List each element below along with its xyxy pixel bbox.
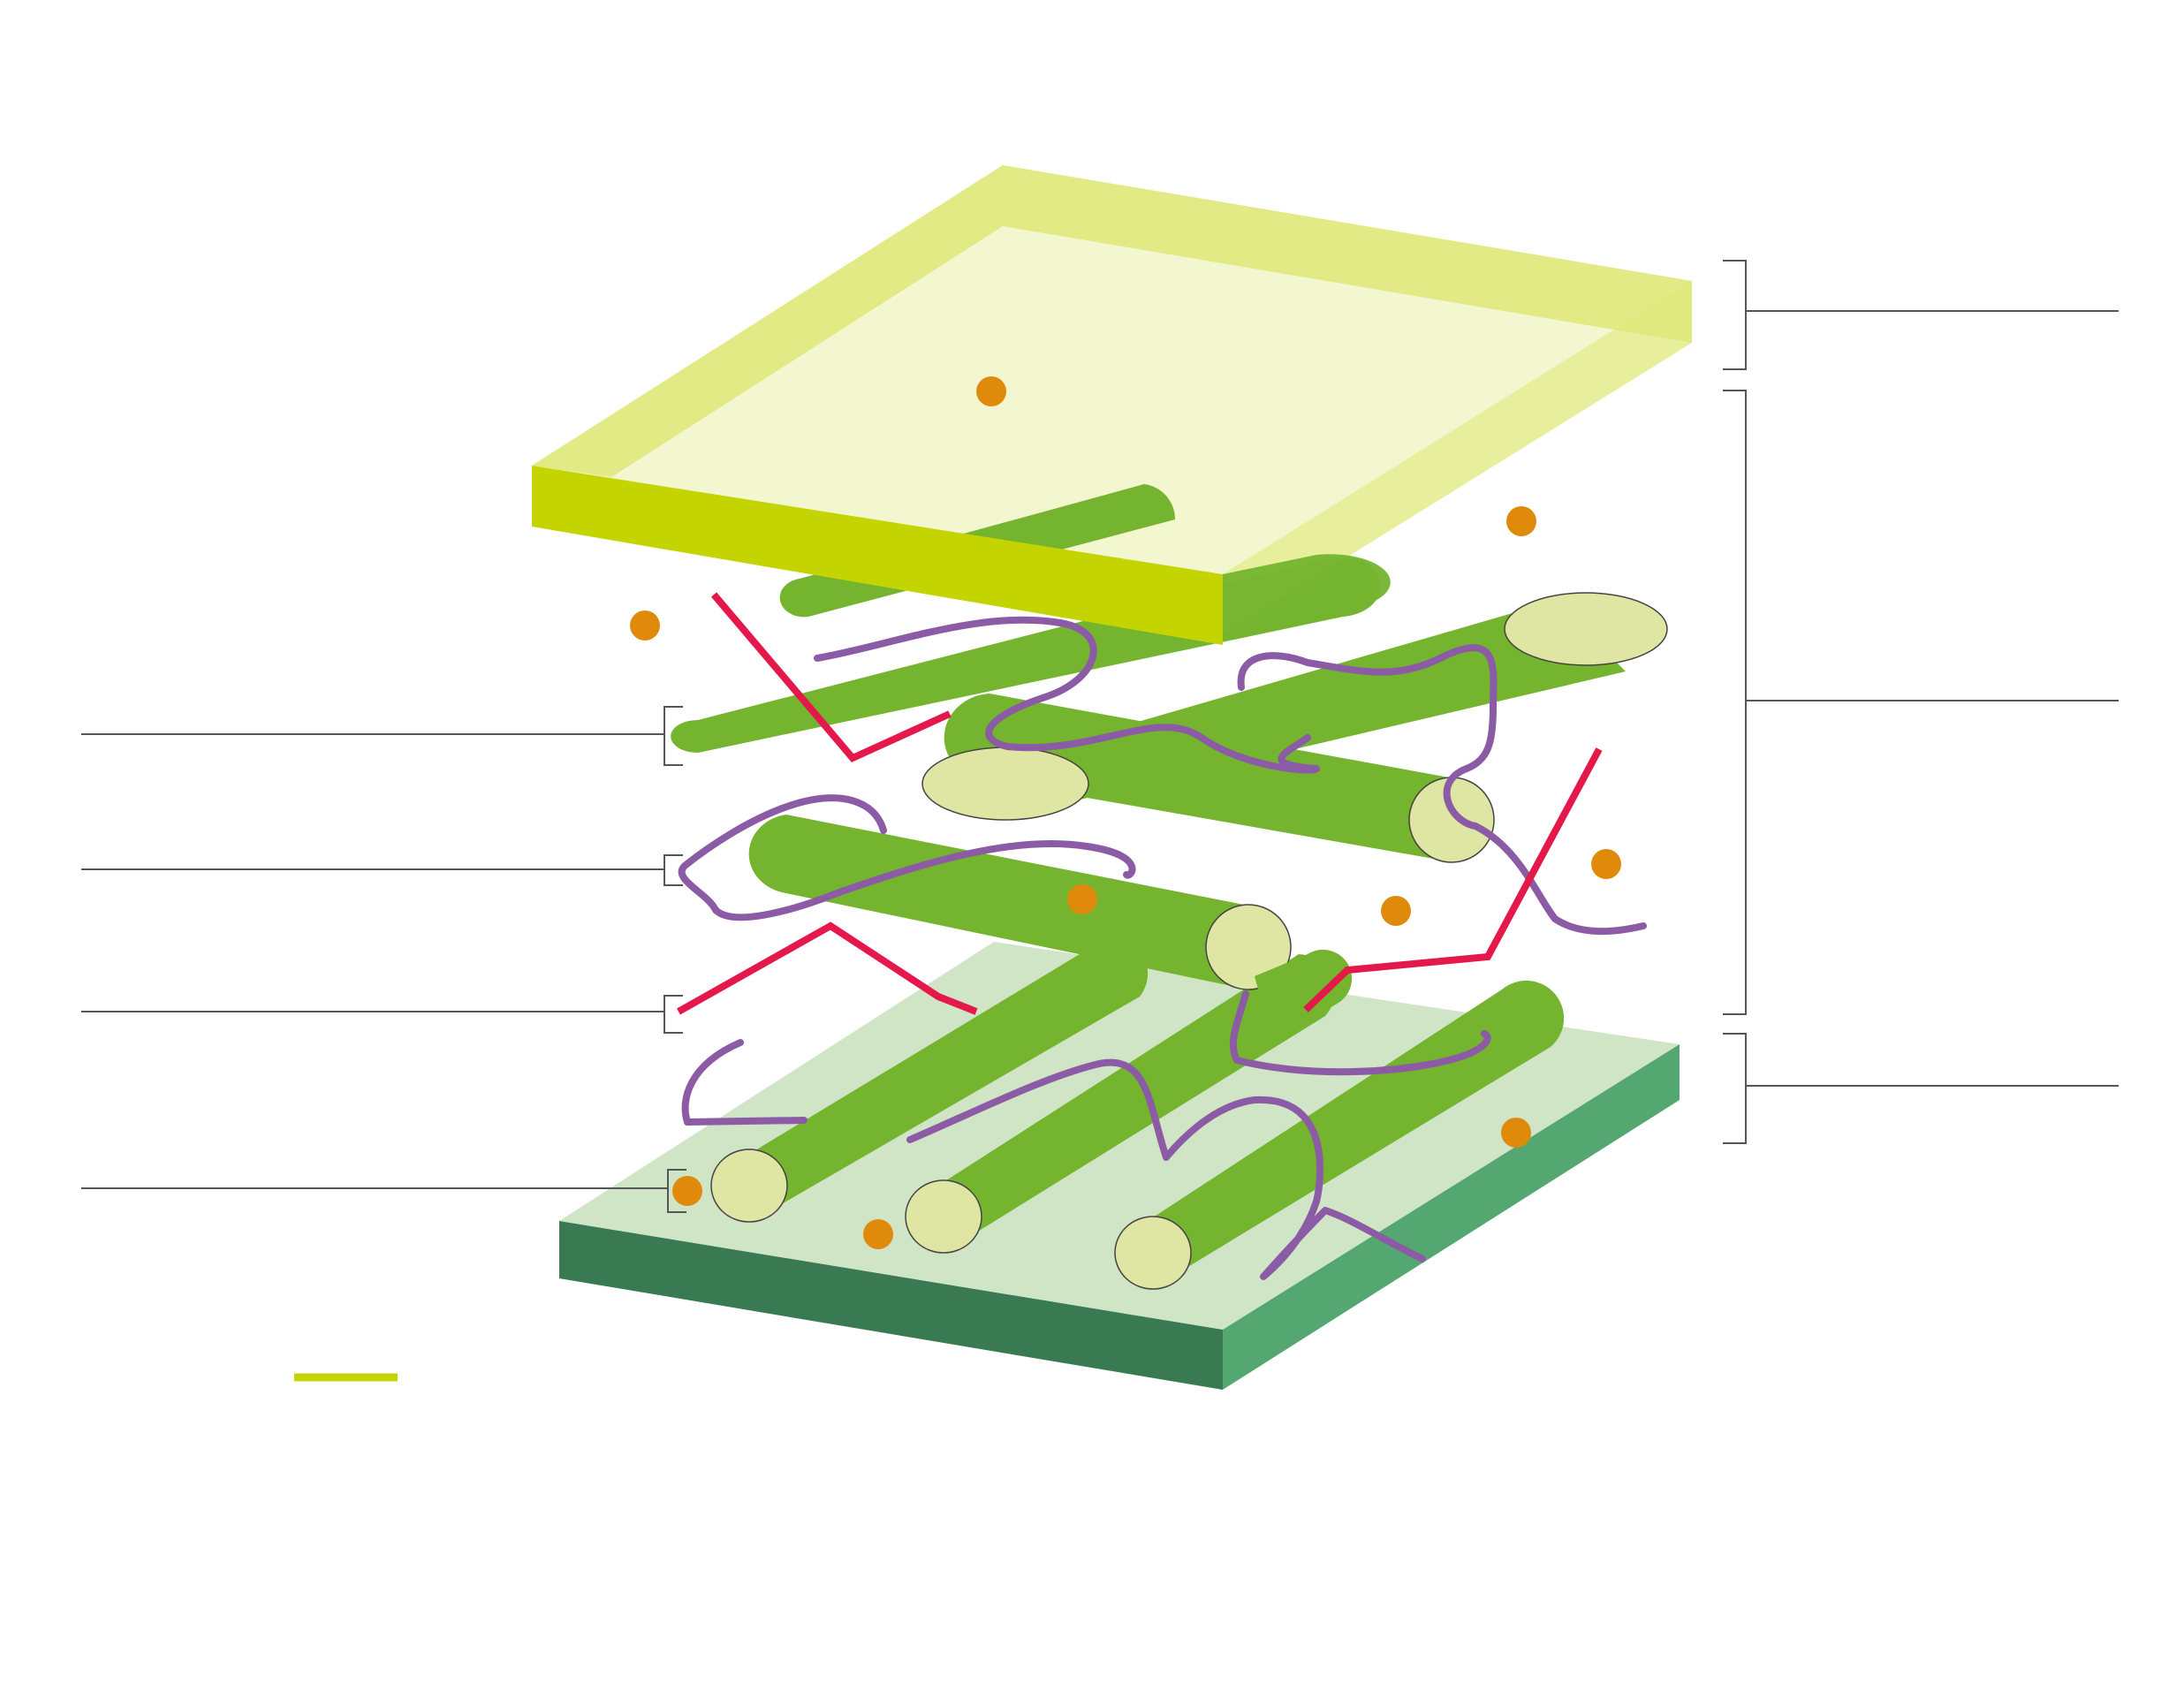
ion [1067, 884, 1097, 914]
ion [1506, 506, 1536, 536]
strand-3 [678, 794, 1136, 921]
right-callout-2 [1723, 390, 2119, 1015]
fiber-middle-diagonal [944, 694, 1495, 863]
right-callouts [1723, 260, 2119, 1144]
crosslink-3 [1303, 747, 1603, 1012]
strand-5 [681, 1039, 808, 1126]
left-callout-3 [81, 995, 683, 1034]
fiber-middle-front-end [921, 747, 1089, 821]
ion [1591, 849, 1621, 879]
ions [630, 376, 1621, 1249]
left-callout-1 [81, 706, 683, 766]
ion [1381, 896, 1411, 926]
crosslink-1 [710, 592, 952, 762]
left-callout-4 [81, 1169, 686, 1213]
top-layer [532, 165, 1692, 634]
right-callout-3 [1723, 1033, 2119, 1144]
fiber-middle-front [748, 815, 1292, 990]
strand-4 [1229, 990, 1491, 1076]
ion [976, 376, 1006, 406]
top-layer-back-right-edge [1003, 165, 1692, 343]
bottom-layer-left-edge [559, 1221, 1223, 1390]
strand-6 [906, 1058, 1426, 1280]
ion [630, 610, 660, 641]
fiber-bottom-1 [710, 936, 1149, 1223]
ion [1501, 1118, 1531, 1148]
top-layer-back-edge [532, 165, 1003, 477]
left-callout-2 [81, 854, 683, 886]
ion [672, 1176, 702, 1206]
fiber-middle-connector [1255, 949, 1353, 1043]
top-layer-right-edge [1223, 281, 1692, 634]
ion [863, 1219, 893, 1249]
strand-1 [814, 616, 1320, 774]
top-layer-front-edge [532, 466, 1223, 645]
crosslink-2 [677, 921, 978, 1015]
strands [678, 616, 1647, 1280]
strand-2 [1237, 644, 1647, 936]
crosslinks [677, 592, 1603, 1015]
bottom-layer-right-edge [1223, 1044, 1680, 1390]
left-callouts [81, 706, 686, 1213]
right-callout-1 [1723, 260, 2119, 370]
fiber-upper-2 [1223, 554, 1391, 634]
